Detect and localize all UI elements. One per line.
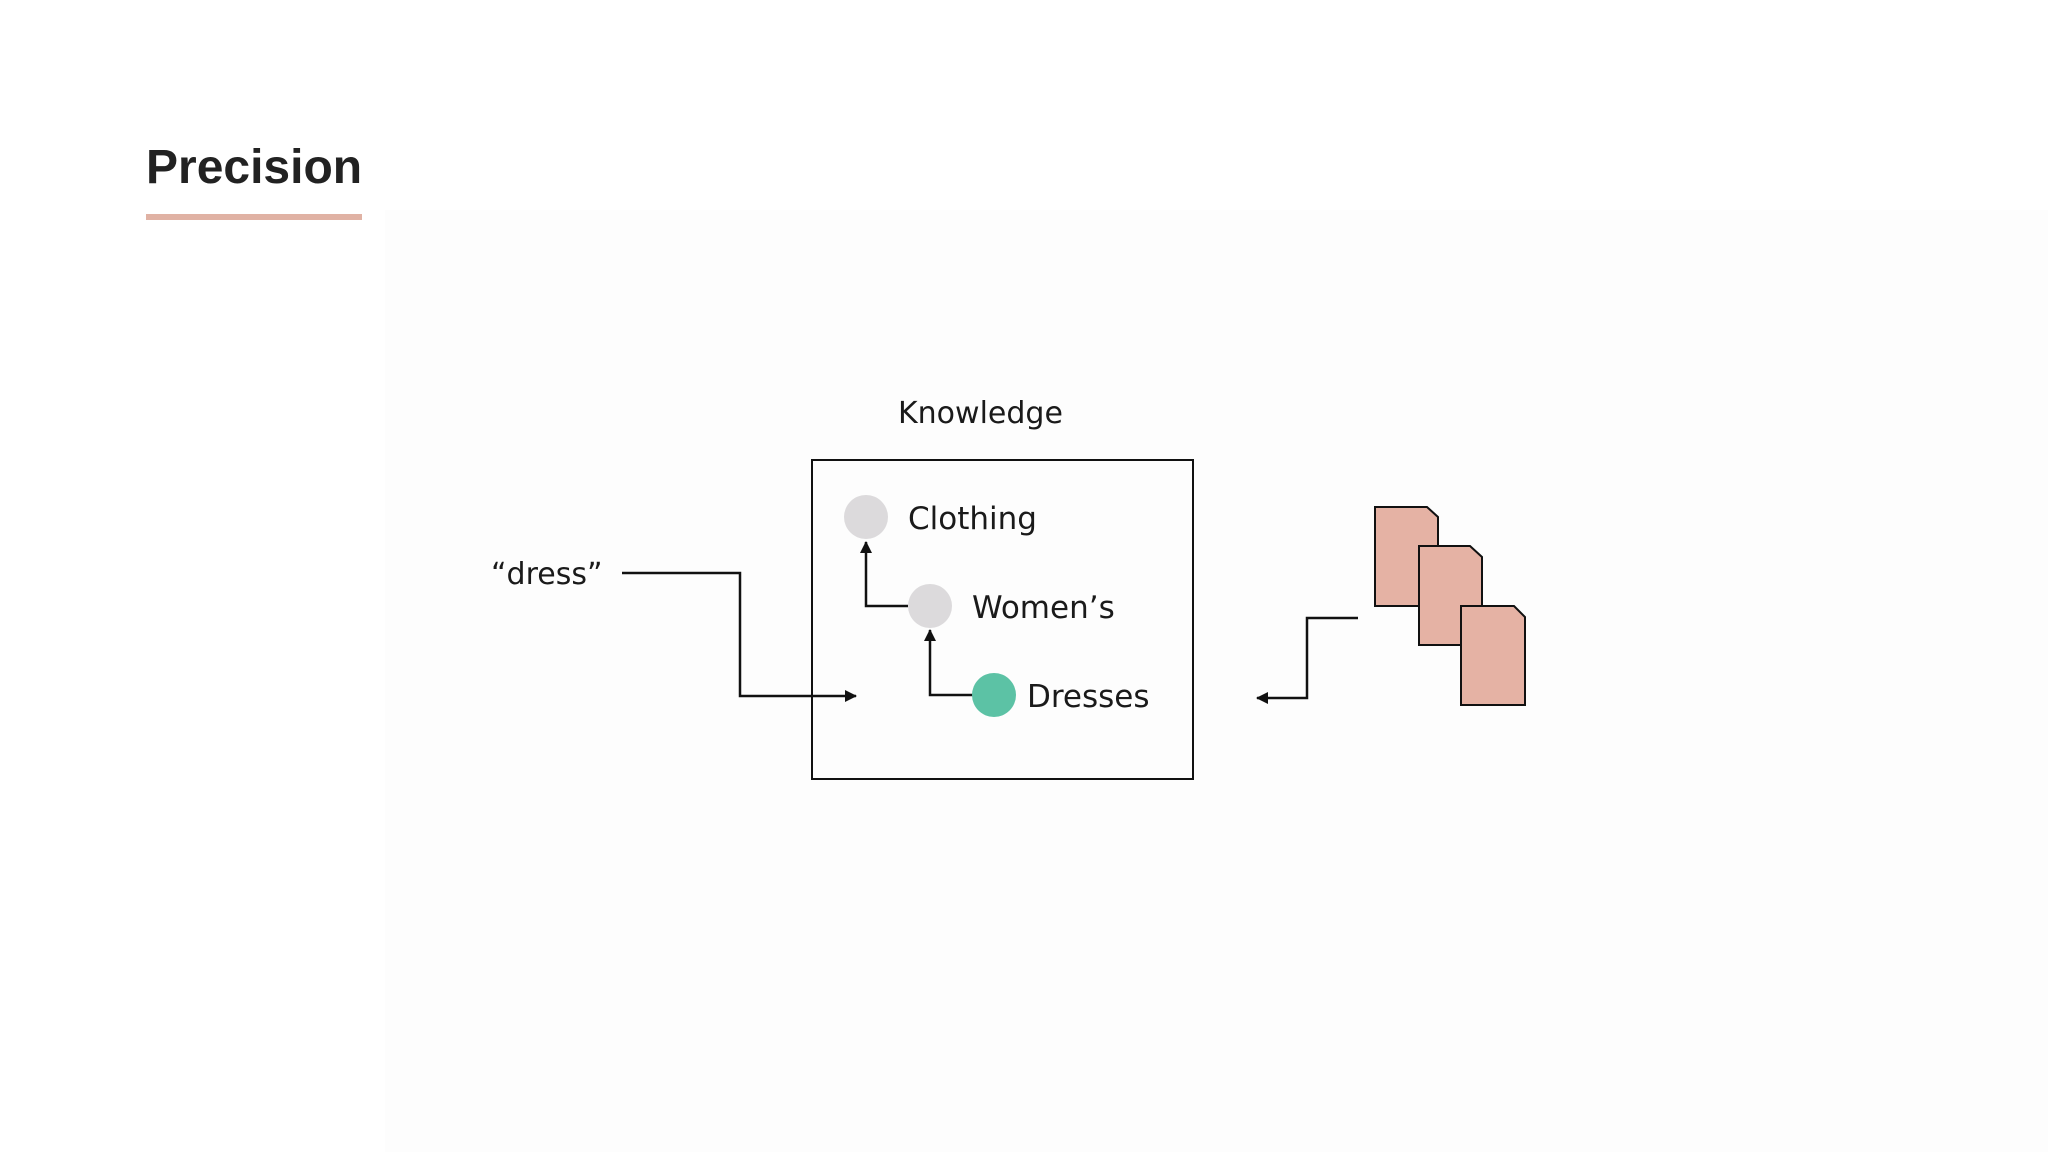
title-underline <box>146 214 362 220</box>
query-arrow <box>622 571 857 702</box>
dresses-label: Dresses <box>1027 679 1150 715</box>
knowledge-box <box>811 459 1194 780</box>
womens-node <box>908 584 952 628</box>
dresses-to-womens-arrow <box>924 629 973 697</box>
documents-arrow <box>1256 616 1358 704</box>
knowledge-label: Knowledge <box>898 396 1063 431</box>
document-icon <box>1460 605 1526 706</box>
womens-label: Women’s <box>972 590 1115 626</box>
womens-to-clothing-arrow <box>860 541 908 608</box>
slide-title: Precision <box>146 141 363 194</box>
clothing-node <box>844 495 888 539</box>
query-label: “dress” <box>491 557 603 592</box>
dresses-node <box>972 673 1016 717</box>
clothing-label: Clothing <box>908 501 1037 537</box>
content-panel <box>385 210 2048 1152</box>
